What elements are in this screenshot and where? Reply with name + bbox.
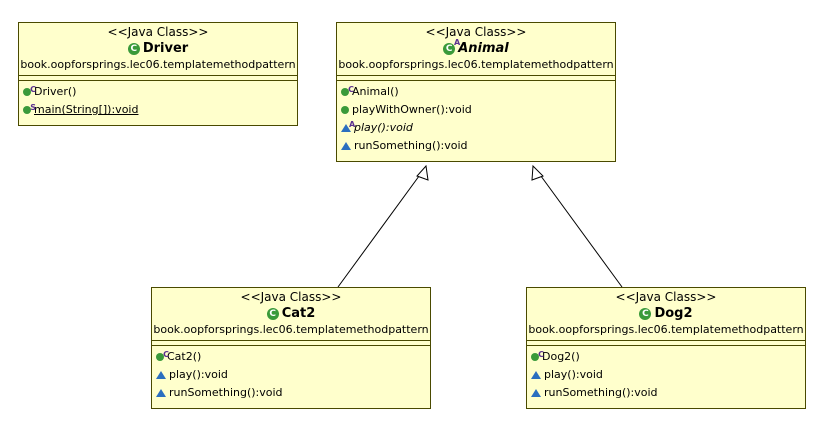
class-title: C Dog2 bbox=[527, 305, 805, 322]
constructor-icon: C bbox=[156, 350, 169, 361]
dog2-extends-animal-arrowhead bbox=[531, 164, 544, 181]
package-method-icon bbox=[341, 142, 351, 150]
operation-label: Driver() bbox=[34, 85, 77, 98]
operation[interactable]: runSomething():void bbox=[156, 384, 426, 402]
operation-label: Animal() bbox=[352, 85, 399, 98]
operation-label: play():void bbox=[354, 121, 413, 134]
operation-label: play():void bbox=[544, 368, 603, 381]
attributes-compartment bbox=[19, 76, 297, 81]
operation[interactable]: C Driver() bbox=[23, 83, 293, 101]
class-name: Driver bbox=[142, 41, 189, 56]
package-method-icon bbox=[531, 389, 541, 397]
operations-compartment: C Driver() S main(String[]):void bbox=[19, 81, 297, 121]
operation[interactable]: playWithOwner():void bbox=[341, 101, 611, 119]
operation[interactable]: runSomething():void bbox=[531, 384, 801, 402]
operation[interactable]: runSomething():void bbox=[341, 137, 611, 155]
operation-label: Cat2() bbox=[167, 350, 202, 363]
class-name: Cat2 bbox=[281, 306, 316, 321]
operation-label: Dog2() bbox=[542, 350, 580, 363]
package-name: book.oopforsprings.lec06.templatemethodp… bbox=[338, 58, 614, 71]
package-name: book.oopforsprings.lec06.templatemethodp… bbox=[20, 58, 296, 71]
package-method-icon bbox=[531, 371, 541, 379]
class-icon: C bbox=[266, 307, 279, 320]
operation-label: runSomething():void bbox=[544, 386, 658, 399]
package-method-icon bbox=[156, 371, 166, 379]
operation-label: main(String[]):void bbox=[34, 103, 139, 116]
operation[interactable]: C Cat2() bbox=[156, 348, 426, 366]
operation-label: runSomething():void bbox=[169, 386, 283, 399]
class-name: Animal bbox=[458, 41, 509, 56]
constructor-icon: C bbox=[341, 85, 354, 96]
operation-label: playWithOwner():void bbox=[352, 103, 472, 116]
operation[interactable]: C Animal() bbox=[341, 83, 611, 101]
stereotype: <<Java Class>> bbox=[107, 25, 209, 39]
operation-label: play():void bbox=[169, 368, 228, 381]
cat2-extends-animal-arrowhead bbox=[416, 164, 429, 181]
stereotype: <<Java Class>> bbox=[615, 290, 717, 304]
operation[interactable]: A play():void bbox=[341, 119, 611, 137]
abstract-method-icon: A bbox=[341, 120, 355, 132]
class-icon: C bbox=[127, 42, 140, 55]
class-name: Dog2 bbox=[654, 306, 693, 321]
package-method-icon bbox=[156, 389, 166, 397]
class-box-driver[interactable]: <<Java Class>> C Driver book.oopforsprin… bbox=[18, 22, 298, 126]
operations-compartment: C Animal() playWithOwner():void A play()… bbox=[337, 81, 615, 157]
dog2-extends-animal-line bbox=[537, 171, 623, 288]
class-title: C Driver bbox=[19, 40, 297, 57]
stereotype: <<Java Class>> bbox=[240, 290, 342, 304]
class-header: <<Java Class>> C Dog2 book.oopforsprings… bbox=[527, 288, 805, 341]
attributes-compartment bbox=[337, 76, 615, 81]
static-method-icon: S bbox=[23, 103, 36, 114]
stereotype: <<Java Class>> bbox=[425, 25, 527, 39]
operation[interactable]: C Dog2() bbox=[531, 348, 801, 366]
class-title: C Cat2 bbox=[152, 305, 430, 322]
attributes-compartment bbox=[527, 341, 805, 346]
class-icon: C bbox=[639, 307, 652, 320]
class-box-dog2[interactable]: <<Java Class>> C Dog2 book.oopforsprings… bbox=[526, 287, 806, 409]
constructor-icon: C bbox=[531, 350, 544, 361]
operations-compartment: C Cat2() play():void runSomething():void bbox=[152, 346, 430, 404]
public-method-icon bbox=[341, 106, 349, 114]
cat2-extends-animal-line bbox=[337, 171, 423, 288]
package-name: book.oopforsprings.lec06.templatemethodp… bbox=[528, 323, 804, 336]
operation[interactable]: play():void bbox=[531, 366, 801, 384]
operation[interactable]: S main(String[]):void bbox=[23, 101, 293, 119]
class-header: <<Java Class>> C Cat2 book.oopforsprings… bbox=[152, 288, 430, 341]
operation-label: runSomething():void bbox=[354, 139, 468, 152]
operations-compartment: C Dog2() play():void runSomething():void bbox=[527, 346, 805, 404]
attributes-compartment bbox=[152, 341, 430, 346]
class-header: <<Java Class>> C Driver book.oopforsprin… bbox=[19, 23, 297, 76]
package-name: book.oopforsprings.lec06.templatemethodp… bbox=[153, 323, 429, 336]
constructor-icon: C bbox=[23, 85, 36, 96]
class-box-cat2[interactable]: <<Java Class>> C Cat2 book.oopforsprings… bbox=[151, 287, 431, 409]
operation[interactable]: play():void bbox=[156, 366, 426, 384]
